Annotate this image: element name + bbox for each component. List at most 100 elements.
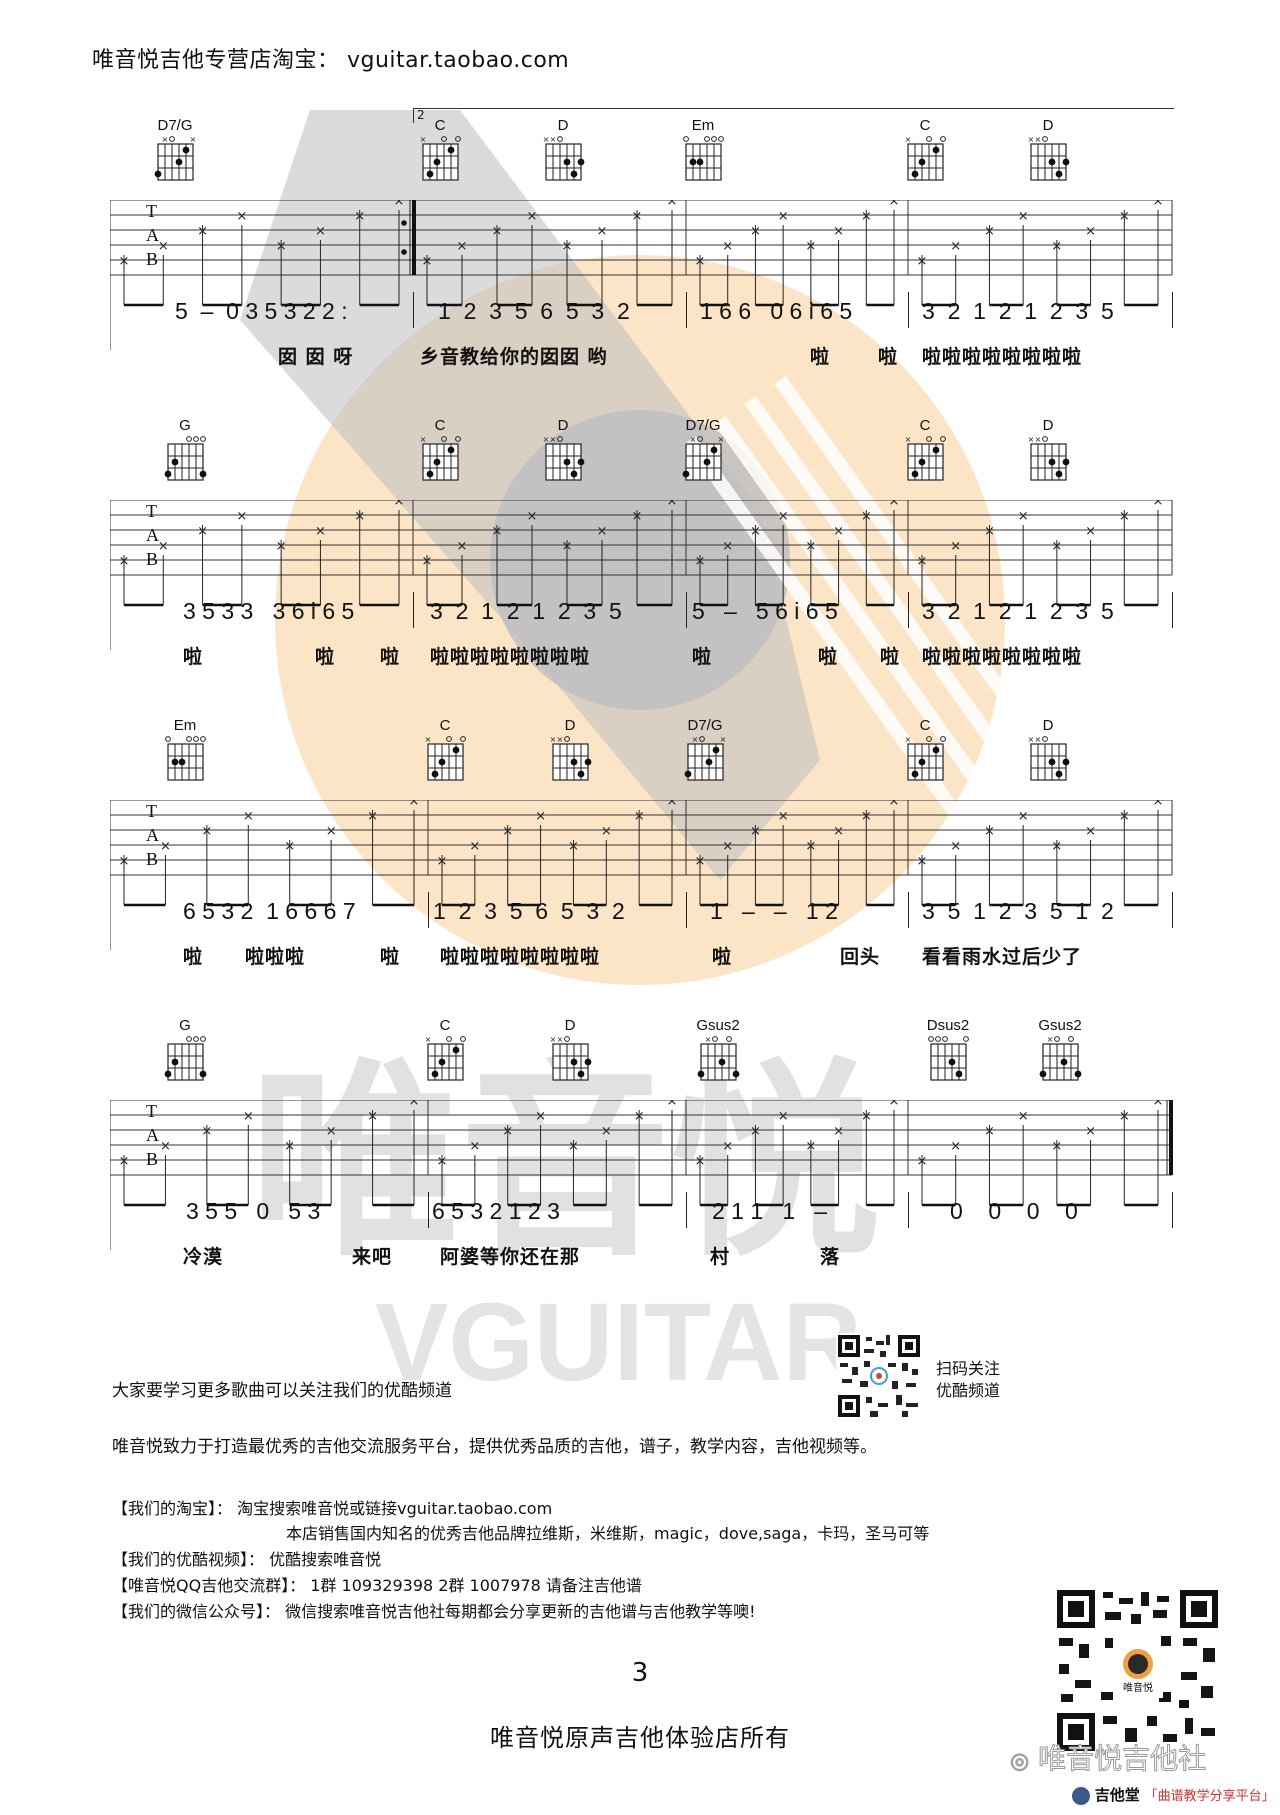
svg-text:×: × (243, 809, 254, 824)
jianpu-measure: 3 2 1 2 1 2 3 5 (922, 298, 1114, 324)
chord-name: D7/G (685, 417, 721, 434)
tab-clef-b: B (146, 849, 159, 869)
svg-text:×: × (1035, 135, 1042, 144)
svg-text:×: × (550, 435, 557, 444)
svg-text:×: × (236, 209, 247, 224)
svg-text:×: × (315, 224, 326, 239)
svg-text:×: × (527, 509, 538, 524)
svg-text:×: × (1047, 1035, 1054, 1044)
contact-value: 优酷搜索唯音悦 (264, 1550, 382, 1569)
chord-name: Gsus2 (696, 1017, 740, 1034)
contact-line: 【唯音悦QQ吉他交流群】： 1群 109329398 2群 1007978 请备… (112, 1572, 642, 1596)
jianpu-measure: 2 1 1 1 – (712, 1198, 828, 1224)
footer-copyright: 唯音悦原声吉他体验店所有 (490, 1724, 790, 1752)
chord-name: Em (691, 117, 715, 134)
svg-text:×: × (394, 500, 405, 509)
tab-clef-a: A (146, 1125, 159, 1145)
svg-text:×: × (950, 539, 961, 554)
svg-text:×: × (705, 1035, 712, 1044)
chord-diagram: C× (895, 118, 955, 184)
chord-name: C (919, 417, 931, 434)
chord-diagram: D×× (540, 1018, 600, 1084)
volta-number: 2 (417, 108, 425, 122)
svg-text:×: × (527, 209, 538, 224)
lyric: 啦 (712, 946, 733, 968)
tab-clef-b: B (146, 549, 159, 569)
svg-text:×: × (722, 239, 733, 254)
svg-text:×: × (1028, 435, 1035, 444)
page-number: 3 (631, 1658, 649, 1688)
contact-line: 【我们的微信公众号】： 微信搜索唯音悦吉他社每期都会分享更新的吉他谱与吉他教学等… (112, 1598, 756, 1622)
svg-text:×: × (778, 509, 789, 524)
jianpu-barline (428, 1192, 429, 1228)
lyric: 啦啦啦啦啦啦啦啦 (922, 346, 1083, 368)
jianpu-measure: 0 0 0 0 (950, 1198, 1078, 1224)
jianpu-barline (686, 292, 687, 328)
wechat-qr-code: 唯音悦 (1055, 1588, 1220, 1753)
jianpu-measure: 3 2 1 2 1 2 3 5 (430, 598, 622, 624)
lyric: 啦 (183, 646, 204, 668)
chord-diagram: Gsus2× (1030, 1018, 1090, 1084)
chord-name: C (434, 117, 446, 134)
store-header: 唯音悦吉他专营店淘宝： vguitar.taobao.com (92, 48, 570, 73)
lyric: 阿婆等你还在那 (440, 1246, 581, 1268)
lyric: 落 (820, 1246, 841, 1268)
jianpu-measure: 6 5 3 2 1 6 6 6 7 (183, 898, 356, 924)
wechat-account-mark: ◎ 唯音悦吉他社 (1009, 1737, 1206, 1777)
chord-name: C (434, 417, 446, 434)
svg-text:×: × (457, 239, 468, 254)
chord-diagram: Em (155, 718, 215, 784)
jianpu-barline (1172, 892, 1173, 928)
svg-text:×: × (718, 435, 725, 444)
chord-diagram: D×× (1018, 118, 1078, 184)
svg-text:×: × (1018, 809, 1029, 824)
svg-text:×: × (889, 200, 900, 209)
tab-clef-t: T (146, 501, 157, 521)
svg-text:×: × (692, 735, 699, 744)
jianpu-barline (908, 892, 909, 928)
svg-text:×: × (1153, 800, 1164, 809)
svg-text:×: × (722, 1139, 733, 1154)
contact-line: 【我们的优酷视频】： 优酷搜索唯音悦 (112, 1546, 381, 1570)
svg-text:×: × (722, 539, 733, 554)
lyric: 回头 (840, 946, 881, 968)
scan-label-1: 扫码关注 (936, 1359, 1001, 1378)
jitatang-slogan: 「曲谱教学分享平台」 (1144, 1789, 1275, 1804)
contact-line: 本店销售国内知名的优秀吉他品牌拉维斯，米维斯，magic，dove,saga，卡… (286, 1520, 929, 1544)
volta-bracket: 2 (413, 108, 1174, 123)
svg-text:×: × (457, 539, 468, 554)
svg-text:×: × (160, 1139, 171, 1154)
lyric: 啦啦啦啦啦啦啦啦 (440, 946, 601, 968)
svg-text:×: × (1028, 135, 1035, 144)
svg-text:×: × (162, 135, 169, 144)
chord-name: C (919, 717, 931, 734)
jianpu-measure: 5 – 0 3 5 3 2 2 : (175, 298, 348, 324)
jianpu-barline (1172, 292, 1173, 328)
chord-name: G (179, 417, 191, 434)
tab-clef-b: B (146, 249, 159, 269)
svg-text:×: × (833, 524, 844, 539)
svg-text:×: × (950, 1139, 961, 1154)
chord-diagram: C× (410, 118, 470, 184)
svg-text:×: × (158, 539, 169, 554)
lyric: 啦啦啦 (245, 946, 306, 968)
jianpu-barline (413, 292, 414, 328)
lyric: 啦 (880, 646, 901, 668)
follow-text: 大家要学习更多歌曲可以关注我们的优酷频道 (112, 1381, 452, 1401)
svg-text:×: × (394, 200, 405, 209)
chord-diagram: D×× (533, 118, 593, 184)
svg-text:×: × (905, 735, 912, 744)
tab-clef-t: T (146, 201, 157, 221)
svg-text:×: × (950, 239, 961, 254)
lyric: 啦 (810, 346, 831, 368)
chord-diagram: D×× (533, 418, 593, 484)
contact-label: 【我们的微信公众号】： (112, 1602, 281, 1621)
jianpu-measure: 3 2 1 2 1 2 3 5 (922, 598, 1114, 624)
svg-text:×: × (1085, 524, 1096, 539)
chord-name: C (439, 1017, 451, 1034)
svg-text:×: × (557, 735, 564, 744)
svg-text:×: × (160, 839, 171, 854)
chord-diagram: D×× (540, 718, 600, 784)
tab-clef-t: T (146, 1101, 157, 1121)
mission-text: 唯音悦致力于打造最优秀的吉他交流服务平台，提供优秀品质的吉他，谱子，教学内容，吉… (112, 1437, 877, 1457)
